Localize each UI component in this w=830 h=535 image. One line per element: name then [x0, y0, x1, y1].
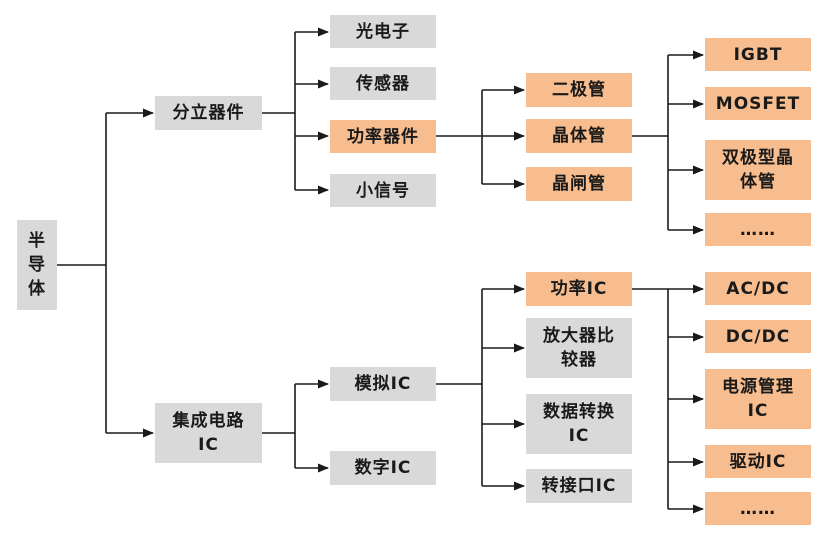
- node-sensor: 传感器: [330, 67, 436, 100]
- node-dc-dc: DC/DC: [705, 320, 811, 353]
- node-analog-ic: 模拟IC: [330, 367, 436, 401]
- node-ac-dc: AC/DC: [705, 272, 811, 305]
- node-driver-ic: 驱动IC: [705, 445, 811, 478]
- node-thyristor: 晶闸管: [526, 167, 632, 201]
- node-interface-ic: 转接口IC: [526, 469, 632, 503]
- node-igbt: IGBT: [705, 38, 811, 71]
- node-optoelectronics: 光电子: [330, 15, 436, 48]
- node-power-ic-ellipsis: ……: [705, 492, 811, 525]
- node-amplifier-comparator: 放大器比 较器: [526, 318, 632, 378]
- node-transistor-ellipsis: ……: [705, 213, 811, 246]
- node-discrete-devices: 分立器件: [155, 96, 262, 130]
- node-small-signal: 小信号: [330, 174, 436, 207]
- node-power-ic: 功率IC: [526, 272, 632, 306]
- node-mosfet: MOSFET: [705, 87, 811, 120]
- node-digital-ic: 数字IC: [330, 451, 436, 485]
- node-diode: 二极管: [526, 73, 632, 107]
- node-transistor: 晶体管: [526, 119, 632, 153]
- node-bipolar-transistor: 双极型晶 体管: [705, 140, 811, 200]
- node-semiconductor: 半 导 体: [17, 220, 57, 310]
- node-integrated-circuit: 集成电路 IC: [155, 403, 262, 463]
- node-power-device: 功率器件: [330, 120, 436, 153]
- node-data-converter: 数据转换 IC: [526, 394, 632, 454]
- node-power-management-ic: 电源管理 IC: [705, 369, 811, 429]
